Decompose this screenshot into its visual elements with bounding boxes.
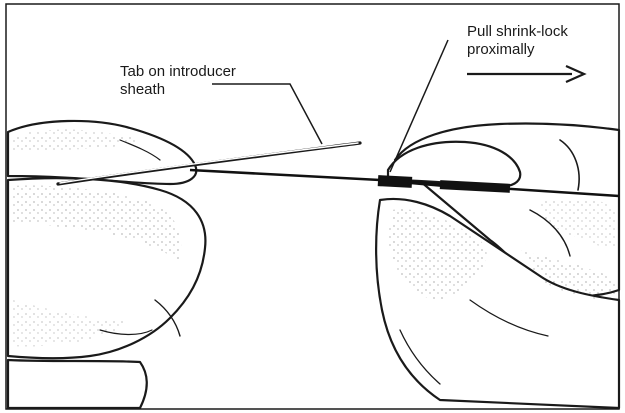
left-middle-finger bbox=[8, 360, 147, 408]
tab-on-introducer-sheath-label: Tab on introducer sheath bbox=[120, 63, 236, 99]
pull-label-line-2: proximally bbox=[467, 41, 568, 59]
left-thumb bbox=[8, 121, 196, 184]
tab-label-line-2: sheath bbox=[120, 81, 236, 99]
right-hand bbox=[376, 123, 619, 408]
tab-label-line-1: Tab on introducer bbox=[120, 63, 236, 81]
pull-shrink-lock-label: Pull shrink-lock proximally bbox=[467, 23, 568, 59]
pull-label-line-1: Pull shrink-lock bbox=[467, 23, 568, 41]
right-arrow-icon bbox=[467, 66, 584, 82]
left-hand bbox=[8, 121, 205, 408]
